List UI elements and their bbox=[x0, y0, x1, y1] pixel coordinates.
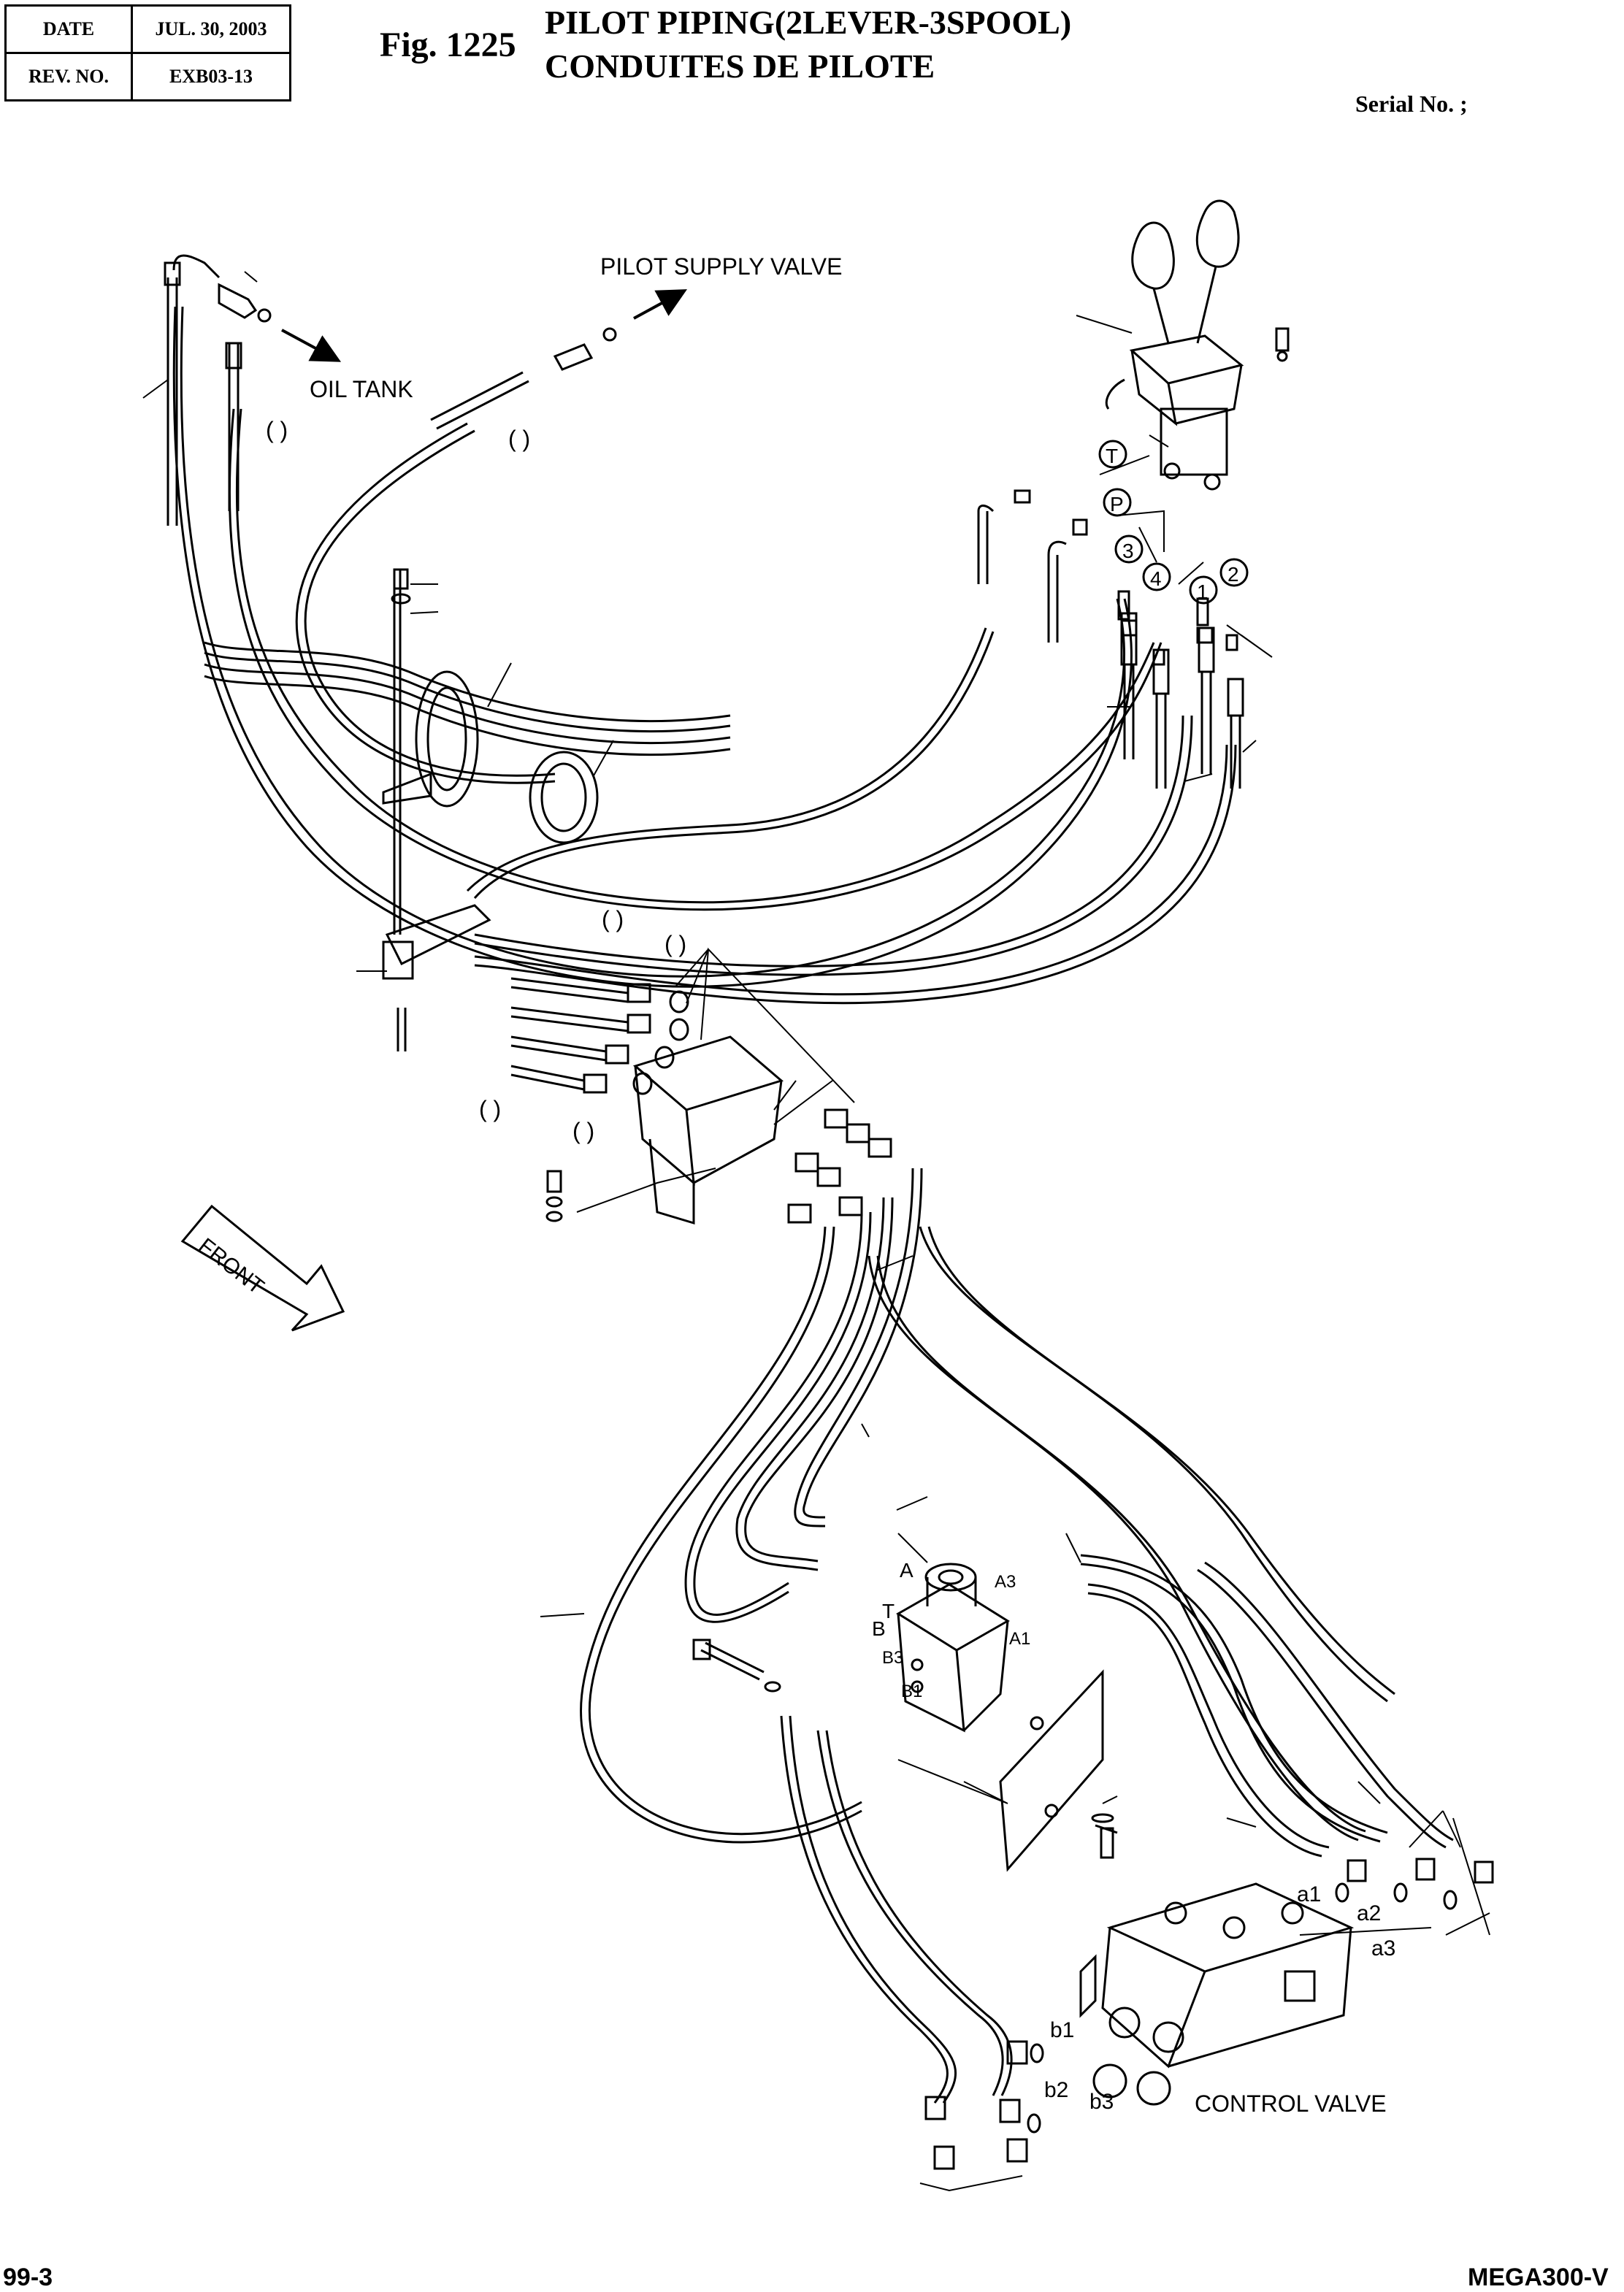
circle-label-T: T bbox=[1106, 445, 1118, 467]
rev-label: REV. NO. bbox=[4, 52, 133, 101]
model-code: MEGA300-V bbox=[1468, 2264, 1609, 2291]
upper-hose-bundle bbox=[172, 306, 1237, 1005]
title-english: PILOT PIPING(2LEVER-3SPOOL) bbox=[545, 4, 1072, 41]
paren-callout-1: ( ) bbox=[266, 417, 288, 443]
hose-clamp-left bbox=[382, 670, 479, 808]
serial-number-label: Serial No. ; bbox=[1355, 91, 1468, 117]
bottom-elbow-fittings bbox=[924, 2040, 1044, 2170]
date-label: DATE bbox=[4, 4, 133, 54]
paren-callout-5: ( ) bbox=[479, 1096, 501, 1122]
port-label-B: B bbox=[872, 1617, 886, 1640]
port-label-a1: a1 bbox=[1297, 1882, 1321, 1906]
port-label-b3: b3 bbox=[1089, 2090, 1114, 2114]
middle-bracket bbox=[382, 568, 491, 1051]
header-info-table: DATE JUL. 30, 2003 REV. NO. EXB03-13 bbox=[4, 4, 291, 101]
oil-tank-label: OIL TANK bbox=[310, 376, 413, 402]
date-value: JUL. 30, 2003 bbox=[131, 4, 291, 54]
port-label-B1: B1 bbox=[901, 1682, 922, 1701]
port-label-B3: B3 bbox=[882, 1648, 903, 1668]
circle-label-4: 4 bbox=[1150, 567, 1162, 590]
port-label-b2: b2 bbox=[1044, 2078, 1068, 2102]
pilot-valve-joystick bbox=[1105, 199, 1244, 491]
pilot-valve-bolt bbox=[1275, 327, 1290, 362]
port-label-A1: A1 bbox=[1009, 1629, 1030, 1649]
pilot-supply-hose bbox=[430, 327, 617, 430]
pilot-supply-valve-label: PILOT SUPPLY VALVE bbox=[600, 253, 842, 280]
figure-number: Fig. 1225 bbox=[380, 26, 516, 64]
port-label-A3: A3 bbox=[995, 1572, 1016, 1592]
control-valve-label: CONTROL VALVE bbox=[1195, 2090, 1387, 2117]
circle-label-2: 2 bbox=[1227, 563, 1239, 586]
oil-tank-arrow bbox=[281, 329, 342, 362]
circle-label-P: P bbox=[1110, 493, 1124, 515]
oil-tank-hoses bbox=[164, 254, 272, 526]
downward-hoses bbox=[580, 1168, 1395, 1844]
hose-clamp-right bbox=[529, 751, 599, 844]
paren-callout-4: ( ) bbox=[664, 931, 686, 957]
pilot-valve-hoses bbox=[977, 489, 1244, 789]
lower-manifold-block bbox=[896, 1563, 1010, 1733]
port-callout-circles bbox=[1098, 440, 1249, 605]
joystick-fittings bbox=[1117, 590, 1238, 666]
leader-lines bbox=[142, 271, 1490, 2192]
title-french: CONDUITES DE PILOTE bbox=[545, 47, 935, 85]
paren-callout-2: ( ) bbox=[508, 426, 530, 452]
lower-left-hoses bbox=[780, 1715, 1013, 2104]
port-label-T: T bbox=[882, 1600, 895, 1622]
port-label-b1: b1 bbox=[1050, 2018, 1074, 2042]
port-label-a2: a2 bbox=[1357, 1901, 1381, 1925]
middle-manifold-block bbox=[632, 1035, 784, 1225]
circle-label-3: 3 bbox=[1122, 540, 1134, 562]
control-valve-body bbox=[1079, 1882, 1355, 2106]
lower-mounting-plate bbox=[999, 1669, 1118, 1872]
rev-value: EXB03-13 bbox=[131, 52, 291, 101]
paren-callout-3: ( ) bbox=[602, 906, 624, 932]
control-valve-hoses bbox=[1080, 1554, 1454, 1858]
middle-block-bolt bbox=[545, 1170, 563, 1222]
page-number: 99-3 bbox=[3, 2264, 53, 2291]
lower-bolt bbox=[692, 1638, 781, 1693]
middle-fittings bbox=[510, 977, 892, 1224]
circle-label-1: 1 bbox=[1197, 580, 1209, 603]
front-direction-arrow: FRONT bbox=[180, 1204, 345, 1332]
control-valve-fittings bbox=[1335, 1858, 1494, 1910]
pilot-supply-arrow bbox=[633, 289, 688, 320]
port-label-A: A bbox=[900, 1559, 914, 1582]
port-label-a3: a3 bbox=[1371, 1936, 1395, 1961]
paren-callout-6: ( ) bbox=[572, 1118, 594, 1144]
